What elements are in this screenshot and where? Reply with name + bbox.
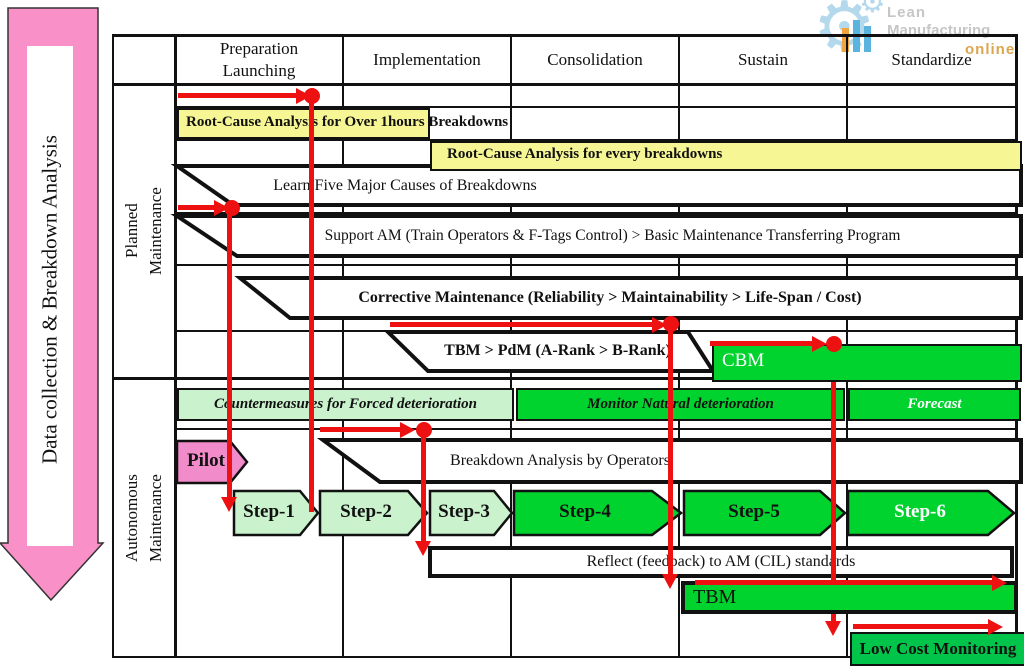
flow-node: [224, 200, 240, 216]
tbm-pdm-label: TBM > PdM (A-Rank > B-Rank): [444, 342, 671, 359]
column-header-consolidation: Consolidation: [547, 50, 643, 69]
grid-line: [174, 139, 1016, 141]
flow-arrowhead: [988, 619, 1003, 635]
step-1-arrow: [232, 489, 320, 537]
column-header-sustain: Sustain: [737, 50, 789, 69]
flow-line: [309, 96, 314, 512]
column-header-preparation-launching: Preparation Launching: [219, 39, 299, 81]
flow-arrowhead: [400, 422, 415, 438]
learn-label: Learn Five Major Causes of Breakdowns: [273, 177, 537, 194]
flow-node: [826, 336, 842, 352]
flow-arrow: [853, 624, 988, 629]
bar-chart-icon: [842, 28, 849, 52]
column-header-implementation: Implementation: [373, 50, 481, 69]
flow-node: [416, 422, 432, 438]
row-label-autonomous-maintenance: Autonomous Maintenance: [122, 474, 165, 562]
data-collection-arrow-inner: [27, 46, 73, 546]
flow-arrowhead: [825, 621, 841, 636]
cbm-label: CBM: [722, 350, 765, 371]
bar-chart-icon: [864, 26, 871, 52]
step-3-arrow: [428, 489, 514, 537]
low-cost-label: Low Cost Monitoring: [859, 639, 1017, 658]
reflect-label: Reflect (feedback) to AM (CIL) standards: [586, 553, 856, 570]
cbm-bar: [712, 344, 1022, 382]
flow-arrow: [710, 341, 816, 346]
monitor-banner: Monitor Natural deterioration: [516, 388, 845, 421]
flow-line: [227, 208, 232, 498]
reflect-box: Reflect (feedback) to AM (CIL) standards: [428, 546, 1014, 578]
flow-line: [831, 344, 836, 622]
low-cost-box: Low Cost Monitoring: [850, 632, 1024, 666]
step-6-arrow: [846, 489, 1016, 537]
forecast-label: Forecast: [907, 396, 962, 412]
flow-arrowhead: [992, 575, 1007, 591]
watermark-line3: online: [965, 41, 1016, 58]
grid-line: [112, 34, 1018, 37]
countermeasures-banner: Countermeasures for Forced deterioration: [177, 388, 514, 421]
corrective-maintenance-banner: [234, 276, 1023, 320]
grid-line: [174, 106, 1016, 108]
flow-arrow: [178, 93, 296, 98]
grid-line: [112, 35, 114, 658]
rootcause1-label: Root-Cause Analysis for Over 1hours Brea…: [186, 114, 509, 130]
flow-arrow: [695, 580, 992, 585]
support-am-banner: [170, 214, 1023, 258]
flow-arrowhead: [221, 497, 237, 512]
tbm-label: TBM: [693, 586, 737, 608]
flow-arrow: [320, 427, 404, 432]
grid-line: [174, 428, 1016, 430]
support-am-label: Support AM (Train Operators & F-Tags Con…: [324, 227, 901, 244]
step-2-arrow: [318, 489, 429, 537]
grid-line: [174, 35, 177, 658]
side-arrow-label: Data collection & Breakdown Analysis: [37, 135, 62, 465]
rootcause1-banner: [177, 108, 430, 139]
countermeasures-label: Countermeasures for Forced deterioration: [214, 396, 477, 412]
flow-node: [663, 316, 679, 332]
flow-arrowhead: [415, 541, 431, 556]
monitor-label: Monitor Natural deterioration: [587, 396, 774, 412]
step-4-label: Step-4: [559, 501, 611, 522]
flow-arrowhead: [662, 574, 678, 589]
watermark-line1: Lean: [887, 4, 927, 21]
step-1-label: Step-1: [243, 501, 295, 522]
flow-node: [304, 88, 320, 104]
flow-line: [421, 430, 426, 542]
flow-arrow: [178, 205, 218, 210]
flow-arrowhead: [812, 336, 827, 352]
grid-line: [112, 83, 1018, 86]
breakdown-analysis-label: Breakdown Analysis by Operators: [450, 452, 670, 469]
rootcause2-label: Root-Cause Analysis for every breakdowns: [447, 146, 723, 162]
grid-line: [342, 35, 344, 658]
step-4-arrow: [512, 489, 684, 537]
grid-line: [174, 212, 1016, 214]
step-5-label: Step-5: [728, 501, 780, 522]
pilot-label: Pilot: [187, 450, 225, 471]
grid-line: [112, 377, 1018, 380]
rootcause2-banner: [430, 141, 1022, 171]
corrective-label: Corrective Maintenance (Reliability > Ma…: [358, 289, 862, 306]
column-header-standardize: Standardize: [891, 50, 972, 69]
grid-line: [174, 264, 1016, 266]
flow-line: [668, 325, 673, 575]
forecast-banner: Forecast: [848, 388, 1021, 421]
step-2-label: Step-2: [340, 501, 392, 522]
small-gear-icon: ⚙: [859, 0, 886, 19]
row-label-planned-maintenance: Planned Maintenance: [122, 187, 165, 275]
flow-arrow: [390, 322, 656, 327]
step-6-label: Step-6: [894, 501, 946, 522]
grid-line: [112, 656, 1018, 658]
tbm-box: TBM: [681, 581, 1018, 614]
step-3-label: Step-3: [438, 501, 490, 522]
